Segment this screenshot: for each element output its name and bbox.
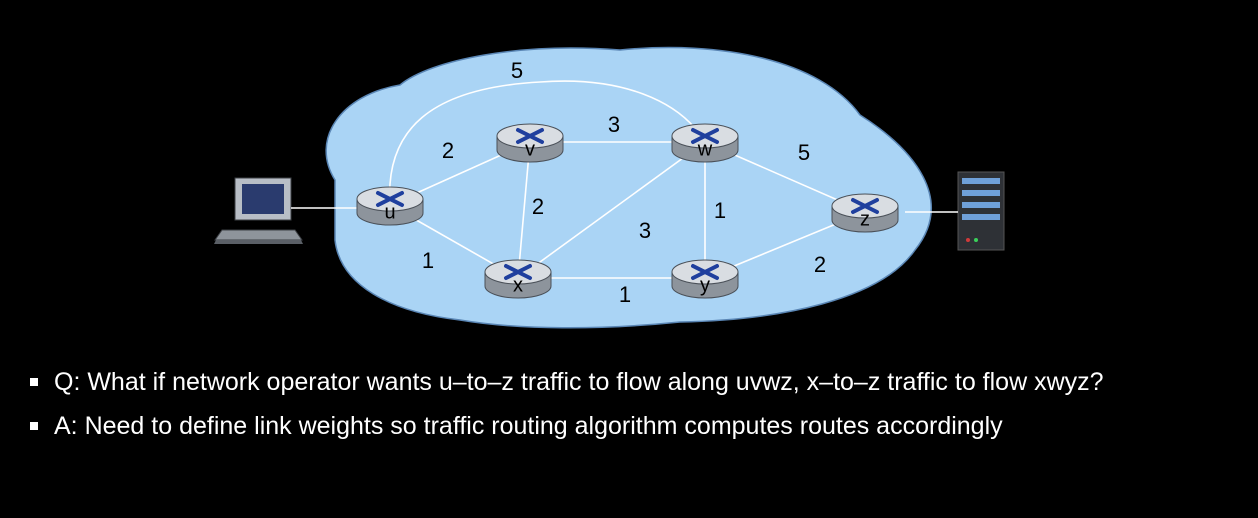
router-label-u: u [384,201,395,223]
network-diagram: 2 1 5 3 2 3 1 1 5 2 u v w x y z [214,46,1005,329]
link-weight-u-x: 1 [422,248,434,273]
router-arrows-icon [851,198,879,214]
link-weight-u-v: 2 [442,138,454,163]
link-weight-w-z: 5 [798,140,810,165]
router-label-w: w [697,138,713,160]
router-label-y: y [700,274,710,296]
bullet-question-text: Q: What if network operator wants u–to–z… [54,368,1104,396]
link-u-w [388,80,706,206]
router-label-z: z [860,208,870,230]
network-cloud [325,46,932,329]
router-label-v: v [525,138,535,160]
router-y: y [671,259,739,299]
link-weight-x-w: 3 [639,218,651,243]
bullet-answer: A: Need to define link weights so traffi… [30,412,1240,440]
router-arrows-icon [376,191,404,207]
router-w: w [671,123,739,163]
bullet-list: Q: What if network operator wants u–to–z… [30,368,1240,456]
server-icon [957,171,1005,251]
bullet-marker [30,422,38,430]
router-arrows-icon [691,128,719,144]
bullet-answer-text: A: Need to define link weights so traffi… [54,412,1003,440]
router-x: x [484,259,552,299]
link-v-x [517,141,531,279]
router-z: z [831,193,899,233]
link-weight-w-y: 1 [714,198,726,223]
link-weight-y-z: 2 [814,252,826,277]
bullet-question: Q: What if network operator wants u–to–z… [30,368,1240,396]
link-weight-v-x: 2 [532,194,544,219]
router-arrows-icon [504,264,532,280]
router-label-x: x [513,274,523,296]
link-x-w [517,141,706,279]
router-arrows-icon [516,128,544,144]
link-weight-u-w: 5 [511,58,523,83]
host-computer-icon [214,177,303,244]
router-arrows-icon [691,264,719,280]
bullet-marker [30,378,38,386]
link-weight-v-w: 3 [608,112,620,137]
router-v: v [496,123,564,163]
router-u: u [356,186,424,226]
link-weight-x-y: 1 [619,282,631,307]
